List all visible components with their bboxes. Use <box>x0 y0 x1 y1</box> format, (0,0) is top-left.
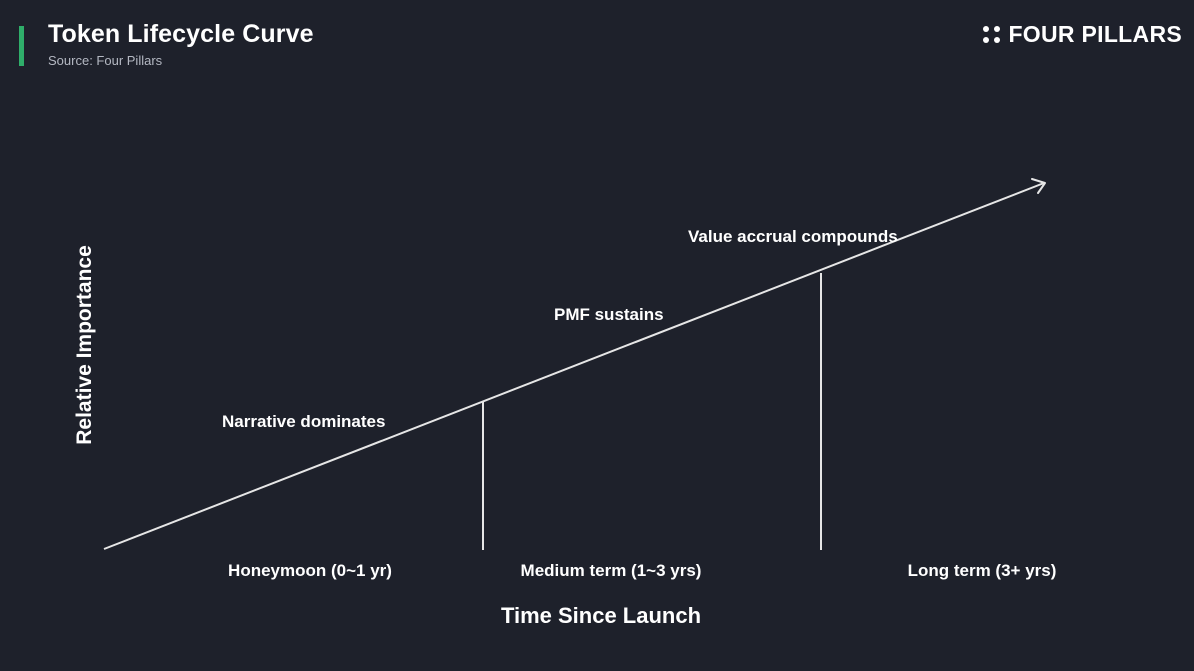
y-axis-label: Relative Importance <box>73 245 96 445</box>
page-title: Token Lifecycle Curve <box>48 20 314 48</box>
x-axis-label: Time Since Launch <box>501 603 701 628</box>
curve-arrowhead-icon <box>1031 178 1046 194</box>
annotation-narrative: Narrative dominates <box>222 412 385 431</box>
lifecycle-curve <box>103 182 1045 550</box>
phase-label-honeymoon: Honeymoon (0~1 yr) <box>228 561 392 580</box>
title-accent-bar <box>19 26 24 66</box>
source-caption: Source: Four Pillars <box>48 53 163 68</box>
annotation-value-accrual: Value accrual compounds <box>688 227 898 246</box>
annotation-pmf: PMF sustains <box>554 305 664 324</box>
brand-name: FOUR PILLARS <box>1008 21 1182 47</box>
brand-logo: FOUR PILLARS <box>983 21 1182 48</box>
phase-label-medium: Medium term (1~3 yrs) <box>521 561 702 580</box>
four-dots-logo-icon <box>983 26 1001 43</box>
phase-label-long: Long term (3+ yrs) <box>908 561 1057 580</box>
